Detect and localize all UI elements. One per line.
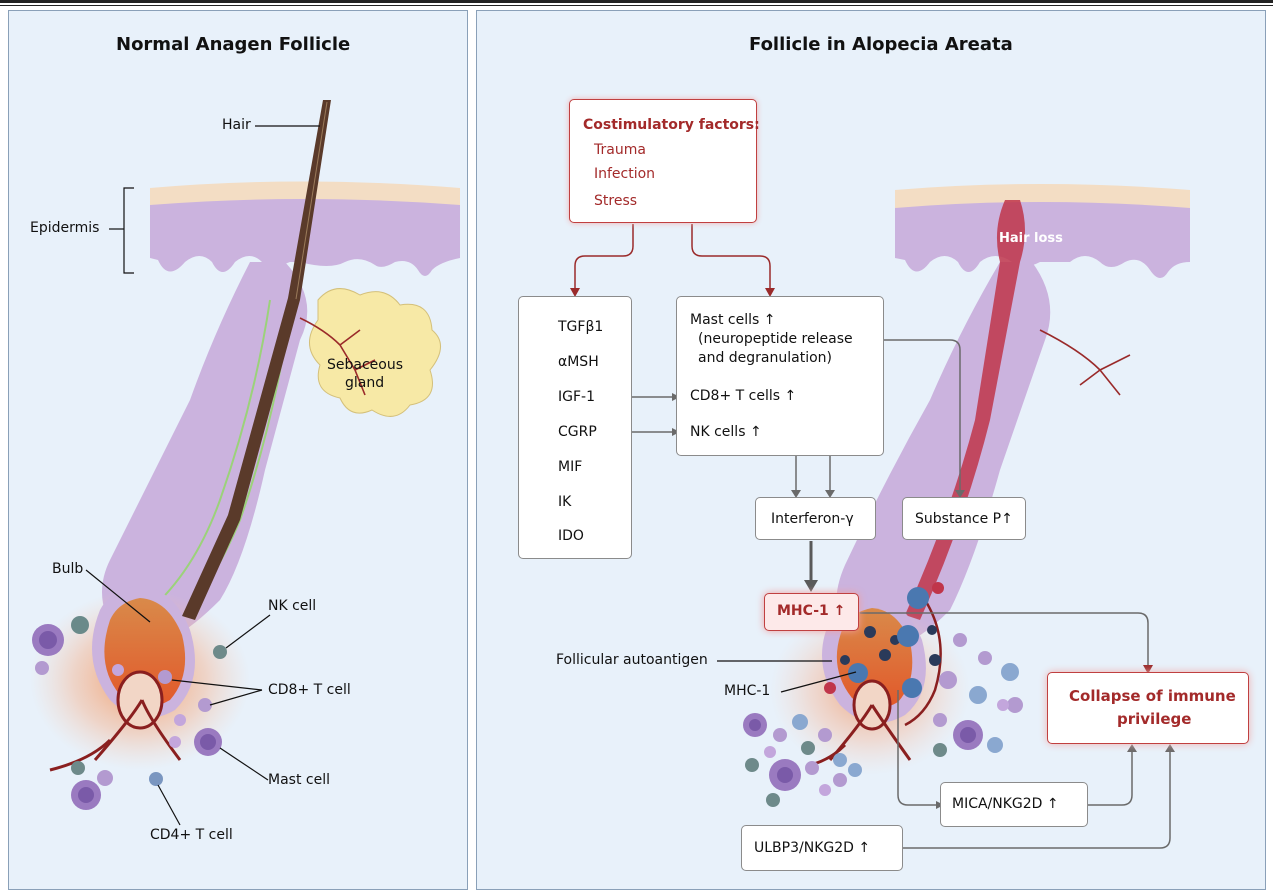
collapse-line2: privilege	[1117, 711, 1191, 728]
factor-mif: MIF	[558, 459, 582, 476]
bulb-label: Bulb	[52, 561, 83, 578]
mhc1-label: MHC-1	[724, 683, 770, 700]
factor-cgrp: CGRP	[558, 424, 597, 441]
cd4-label: CD4+ T cell	[150, 827, 233, 844]
sebaceous-label-2: gland	[345, 375, 384, 392]
costim-item-stress: Stress	[594, 193, 637, 210]
mast-cells-line1: Mast cells ↑	[690, 312, 775, 329]
ulbp3-label: ULBP3/NKG2D ↑	[754, 840, 870, 857]
interferon-arrowhead	[804, 580, 818, 592]
cd8-label: CD8+ T cell	[268, 682, 351, 699]
follicular-autoantigen-label: Follicular autoantigen	[556, 652, 708, 669]
mast-cell-label: Mast cell	[268, 772, 330, 789]
factor-igf1: IGF-1	[558, 389, 595, 406]
left-skin	[30, 100, 460, 770]
costim-item-trauma: Trauma	[594, 142, 646, 159]
factor-amsh: αMSH	[558, 354, 599, 371]
costim-item-infection: Infection	[594, 166, 655, 183]
mast-cells-line2: (neuropeptide release	[698, 331, 853, 348]
factor-tgfb1: TGFβ1	[558, 319, 603, 336]
mast-cells-line3: and degranulation)	[698, 350, 832, 367]
cd8-cells-label: CD8+ T cells ↑	[690, 388, 796, 405]
left-panel-title: Normal Anagen Follicle	[116, 34, 350, 55]
factor-ik: IK	[558, 494, 571, 511]
hair-label: Hair	[222, 117, 251, 134]
sebaceous-label-1: Sebaceous	[327, 357, 403, 374]
right-panel-title: Follicle in Alopecia Areata	[749, 34, 1013, 55]
interferon-label: Interferon-γ	[771, 511, 854, 528]
costimulatory-heading: Costimulatory factors:	[583, 117, 760, 134]
mhc1-box-label: MHC-1 ↑	[777, 603, 845, 620]
collapse-line1: Collapse of immune	[1069, 688, 1236, 705]
hair-loss-label: Hair loss	[999, 230, 1063, 247]
collapse-box	[1047, 672, 1249, 744]
nk-cell-label: NK cell	[268, 598, 316, 615]
nk-cells-label: NK cells ↑	[690, 424, 762, 441]
epidermis-label: Epidermis	[30, 220, 99, 237]
substance-p-label: Substance P↑	[915, 511, 1013, 528]
costim-arrows	[575, 224, 770, 292]
mica-label: MICA/NKG2D ↑	[952, 796, 1059, 813]
factor-ido: IDO	[558, 528, 584, 545]
